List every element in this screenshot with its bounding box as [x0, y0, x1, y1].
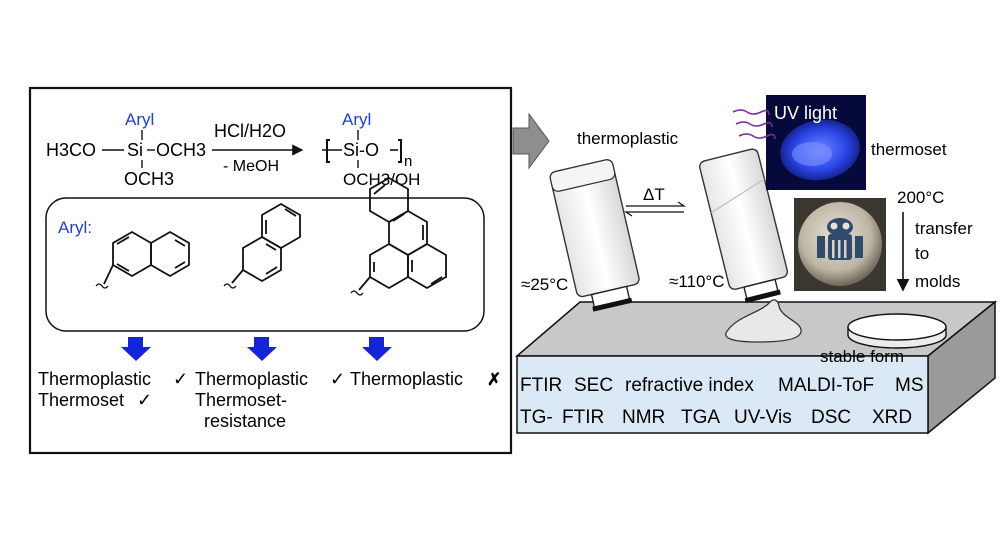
product-bracket-right: [398, 139, 402, 163]
aryl-box-label: Aryl:: [58, 218, 92, 237]
method-ms: MS: [895, 375, 924, 396]
product-n: n: [404, 153, 412, 170]
method-uv-vis: UV-Vis: [734, 407, 792, 428]
reactant-bottom-group: OCH3: [124, 169, 174, 189]
temp-25-label: ≈25°C: [521, 275, 568, 294]
outcome-arrows: [121, 337, 392, 361]
transfer-label-1: transfer: [915, 219, 973, 238]
reagent-top: HCl/H2O: [214, 121, 286, 141]
temp-200-label: 200°C: [897, 188, 944, 207]
method-xrd: XRD: [872, 407, 912, 428]
delta-t-label: ΔT: [643, 185, 665, 204]
method-refractive-index: refractive index: [625, 375, 754, 396]
stable-form-label: stable form: [820, 347, 904, 366]
transfer-label-2: to: [915, 244, 929, 263]
outcome-3-mark1: ✗: [487, 370, 501, 389]
outcome-1-mark2: ✓: [137, 390, 152, 410]
reagent-bottom: - MeOH: [223, 158, 279, 175]
platform-front: [516, 355, 929, 434]
outcome-3-line1: Thermoplastic: [350, 369, 463, 389]
panel-transition-arrow: [512, 112, 550, 170]
outcome-2-line2: Thermoset-: [195, 390, 287, 410]
thermoplastic-label: thermoplastic: [577, 129, 679, 148]
method-maldi-tof: MALDI-ToF: [778, 375, 874, 396]
molded-disc: [847, 313, 947, 349]
equilibrium-arrow-back: [623, 211, 684, 217]
reactant-right-group: OCH3: [156, 140, 206, 160]
outcome-1-line1: Thermoplastic: [38, 369, 151, 389]
product-bottom-group: OCH3/OH: [343, 170, 420, 189]
transfer-label-3: molds: [915, 272, 960, 291]
method-sec: SEC: [574, 375, 613, 396]
owl-logo-icon: [817, 218, 863, 260]
aryl-box: [45, 197, 485, 332]
thermoset-label: thermoset: [871, 140, 947, 159]
outcome-arrow-2: [247, 337, 277, 361]
reactant-structure: Aryl H3CO Si OCH3 OCH3: [46, 110, 206, 189]
outcome-2-line3: resistance: [204, 411, 286, 431]
reactant-aryl-label: Aryl: [125, 110, 154, 129]
vial-110c: [699, 148, 789, 304]
method-tg: TG-: [520, 407, 553, 428]
uv-light-photo: UV light: [766, 95, 866, 190]
method-nmr: NMR: [622, 407, 665, 428]
melt-puddle: [725, 299, 802, 343]
phenanthren-9-yl-structure: [350, 176, 447, 296]
product-chain: Si-O: [343, 140, 379, 160]
outcome-2-mark1: ✓: [330, 369, 345, 389]
outcome-1-line2: Thermoset: [38, 390, 124, 410]
outcome-2-line1: Thermoplastic: [195, 369, 308, 389]
reactant-left-group: H3CO: [46, 140, 96, 160]
naphthalen-2-yl-structure: [95, 230, 190, 289]
outcome-arrow-3: [362, 337, 392, 361]
outcome-arrow-1: [121, 337, 151, 361]
equilibrium-arrow-forward: [626, 201, 687, 207]
temp-110-label: ≈110°C: [669, 272, 725, 291]
method-dsc: DSC: [811, 407, 851, 428]
uv-light-label: UV light: [774, 103, 837, 123]
method-ftir: FTIR: [520, 375, 562, 396]
uv-rays-icon: [732, 109, 776, 140]
vial-25c: [549, 159, 640, 312]
method-tg-ftir: FTIR: [562, 407, 604, 428]
product-bracket-left: [326, 139, 330, 163]
molded-sample-photo: [794, 198, 886, 291]
reactant-si: Si: [127, 140, 143, 160]
naphthalen-1-yl-structure: [223, 202, 301, 289]
product-aryl-label: Aryl: [342, 110, 371, 129]
method-tga: TGA: [681, 407, 720, 428]
outcome-1-mark1: ✓: [173, 369, 188, 389]
